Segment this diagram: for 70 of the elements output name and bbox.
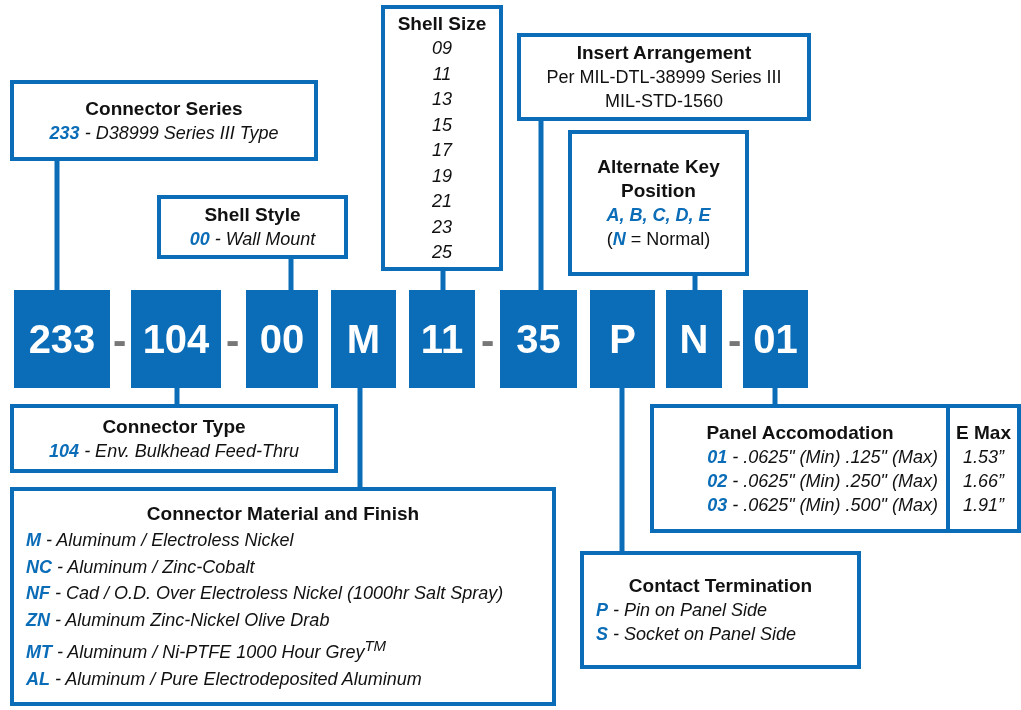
option-text: MT - Aluminum / Ni-PTFE 1000 Hour Grey$^{TM}$ [25, 636, 388, 665]
leader-line [772, 388, 778, 404]
leader-line [538, 121, 544, 290]
code-segment: 01 [743, 290, 808, 388]
code-segment: N [666, 290, 722, 388]
callout-box [568, 130, 749, 276]
option-text: 21 [431, 190, 453, 213]
callout-box [10, 404, 338, 473]
box-heading: E Max [955, 420, 1012, 445]
option-text: MIL-STD-1560 [603, 90, 724, 113]
code-segment: 104 [131, 290, 221, 388]
box-heading: Connector Material and Finish [145, 501, 421, 526]
option-text: M - Aluminum / Electroless Nickel [25, 529, 295, 553]
option-text: 09 [431, 37, 453, 60]
option-text: P - Pin on Panel Side [595, 599, 769, 622]
option-text: AL - Aluminum / Pure Electrodeposited Aluminum [25, 667, 423, 691]
option-text: Per MIL-DTL-38999 Series III [545, 66, 783, 89]
code-segment: P [590, 290, 655, 388]
box-heading: Shell Style [203, 203, 302, 227]
option-text: 11 [431, 62, 453, 86]
box-heading: Connector Series [84, 96, 244, 121]
option-text: 02 - .0625" (Min) .250" (Max) [706, 469, 939, 493]
option-text: 1.91” [962, 493, 1006, 517]
code-segment: M [331, 290, 396, 388]
callout-box [381, 5, 503, 271]
box-heading: Shell Size [396, 11, 488, 36]
code-segment: 11 [409, 290, 475, 388]
option-text: 104 - Env. Bulkhead Feed-Thru [48, 439, 300, 463]
option-text: 03 - .0625" (Min) .500" (Max) [706, 493, 939, 517]
leader-line [440, 271, 446, 290]
leader-line [692, 276, 698, 290]
option-text: NF - Cad / O.D. Over Electroless Nickel (1000hr Salt Spray) [25, 582, 505, 606]
callout-box [580, 551, 861, 669]
option-text: 13 [431, 88, 453, 111]
option-text: (N = Normal) [605, 228, 712, 251]
option-text: NC - Aluminum / Zinc-Cobalt [25, 555, 256, 579]
box-heading: Insert Arrangement [575, 41, 753, 65]
separator-dash: - [226, 318, 240, 363]
leader-line [619, 388, 625, 551]
code-segment: 233 [14, 290, 110, 388]
callout-box [157, 195, 348, 259]
callout-box [10, 80, 318, 161]
option-text: 1.53” [962, 445, 1006, 469]
callout-box [10, 487, 556, 706]
callout-box [517, 33, 811, 121]
option-text: 19 [431, 164, 453, 188]
separator-dash: - [113, 318, 127, 363]
option-text: 17 [431, 139, 454, 162]
leader-line [54, 161, 60, 290]
option-text: 25 [431, 241, 453, 264]
option-text: 233 - D38999 Series III Type [48, 121, 280, 145]
leader-line [174, 388, 180, 404]
leader-line [288, 259, 294, 290]
option-text: 23 [431, 215, 453, 239]
option-text: 01 - .0625" (Min) .125" (Max) [706, 445, 939, 469]
option-text: 15 [431, 113, 453, 137]
option-text: S - Socket on Panel Side [595, 623, 798, 646]
box-heading: Connector Type [101, 414, 247, 439]
option-text: A, B, C, D, E [605, 204, 712, 227]
box-heading: Contact Termination [627, 574, 814, 598]
option-text: 1.66” [962, 469, 1006, 493]
option-text: ZN - Aluminum Zinc-Nickel Olive Drab [24, 608, 331, 632]
separator-dash: - [481, 318, 495, 363]
leader-line [357, 388, 363, 487]
separator-dash: - [728, 318, 742, 363]
box-heading: Alternate Key Position [596, 155, 721, 203]
box-heading: Panel Accomodation [705, 420, 895, 445]
code-segment: 00 [246, 290, 318, 388]
code-segment: 35 [500, 290, 577, 388]
option-text: 00 - Wall Mount [188, 228, 317, 251]
